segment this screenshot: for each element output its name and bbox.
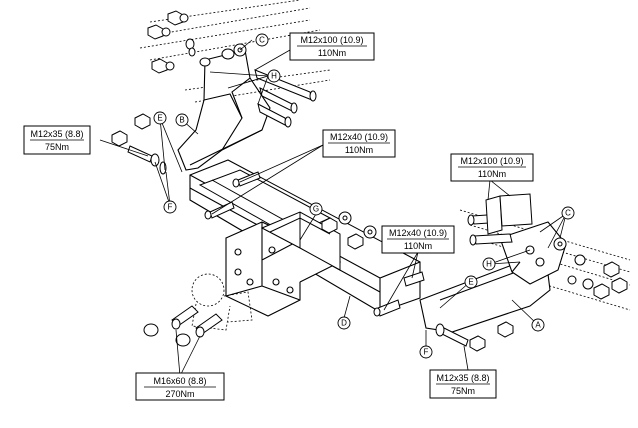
label-bolt-left: M12x35 (8.8) 75Nm xyxy=(23,125,91,155)
callout-e-left: E xyxy=(153,111,167,125)
callout-letter: C xyxy=(565,209,571,218)
callout-f-right: F xyxy=(419,345,433,359)
bolt-spec: M16x60 (8.8) xyxy=(153,376,206,386)
right-long-bolts xyxy=(467,193,533,246)
callout-h-top: H xyxy=(267,69,281,83)
callout-a-right: A xyxy=(531,318,545,332)
leader-lines xyxy=(99,39,567,377)
callout-letter: E xyxy=(157,114,162,123)
bottom-right-bolts xyxy=(435,321,514,352)
callout-letter: A xyxy=(535,321,541,330)
centre-bracket xyxy=(260,211,341,271)
callout-letter: F xyxy=(168,203,173,212)
callout-h-right: H xyxy=(482,257,496,271)
callout-g-center: G xyxy=(309,202,323,216)
bolt-spec: M12x100 (10.9) xyxy=(300,35,363,45)
assembly-drawing xyxy=(99,0,631,377)
part-callouts: C H E B F G D E xyxy=(153,33,575,359)
bolt-spec: M12x40 (10.9) xyxy=(330,132,388,142)
left-side-bracket xyxy=(177,49,271,171)
right-nuts xyxy=(553,237,628,300)
label-bolt-bottom-left: M16x60 (8.8) 270Nm xyxy=(135,372,225,401)
bolt-torque: 110Nm xyxy=(404,241,432,251)
bottom-big-bolts xyxy=(143,305,223,347)
label-bolt-bottom-right: M12x35 (8.8) 75Nm xyxy=(429,369,497,399)
label-bolt-top: M12x100 (10.9) 110Nm xyxy=(289,32,375,61)
label-bolt-center: M12x40 (10.9) 110Nm xyxy=(381,225,455,254)
bolt-spec: M12x100 (10.9) xyxy=(460,156,523,166)
callout-f-left: F xyxy=(163,200,177,214)
callout-d-bottom: D xyxy=(337,316,351,330)
label-bolt-mid: M12x40 (10.9) 110Nm xyxy=(322,129,396,158)
bolt-torque: 110Nm xyxy=(318,48,346,58)
callout-letter: B xyxy=(179,116,184,125)
callout-c-top: C xyxy=(255,33,269,47)
callout-letter: C xyxy=(259,36,265,45)
bolt-spec: M12x40 (10.9) xyxy=(389,228,447,238)
label-bolt-right-top: M12x100 (10.9) 110Nm xyxy=(450,153,534,182)
callout-letter: H xyxy=(486,260,492,269)
callout-letter: F xyxy=(424,348,429,357)
bolt-torque: 110Nm xyxy=(478,169,506,179)
mid-fasteners xyxy=(204,171,425,317)
bolt-torque: 75Nm xyxy=(45,142,69,152)
bolt-torque: 270Nm xyxy=(165,389,194,399)
top-nuts xyxy=(147,10,247,74)
callout-letter: D xyxy=(341,319,347,328)
callout-b-left: B xyxy=(175,113,189,127)
callout-letter: E xyxy=(468,278,473,287)
callout-letter: G xyxy=(313,205,319,214)
bolt-spec: M12x35 (8.8) xyxy=(30,129,83,139)
spec-labels: M12x100 (10.9) 110Nm M12x40 (10.9) 110Nm… xyxy=(23,32,534,401)
callout-letter: H xyxy=(271,72,277,81)
callout-e-right: E xyxy=(464,275,478,289)
bolt-spec: M12x35 (8.8) xyxy=(436,373,489,383)
right-side-bracket xyxy=(419,221,567,333)
callout-c-right: C xyxy=(561,206,575,220)
bolt-torque: 75Nm xyxy=(451,386,475,396)
bolt-torque: 110Nm xyxy=(345,145,373,155)
tow-ball-outline xyxy=(191,273,253,331)
